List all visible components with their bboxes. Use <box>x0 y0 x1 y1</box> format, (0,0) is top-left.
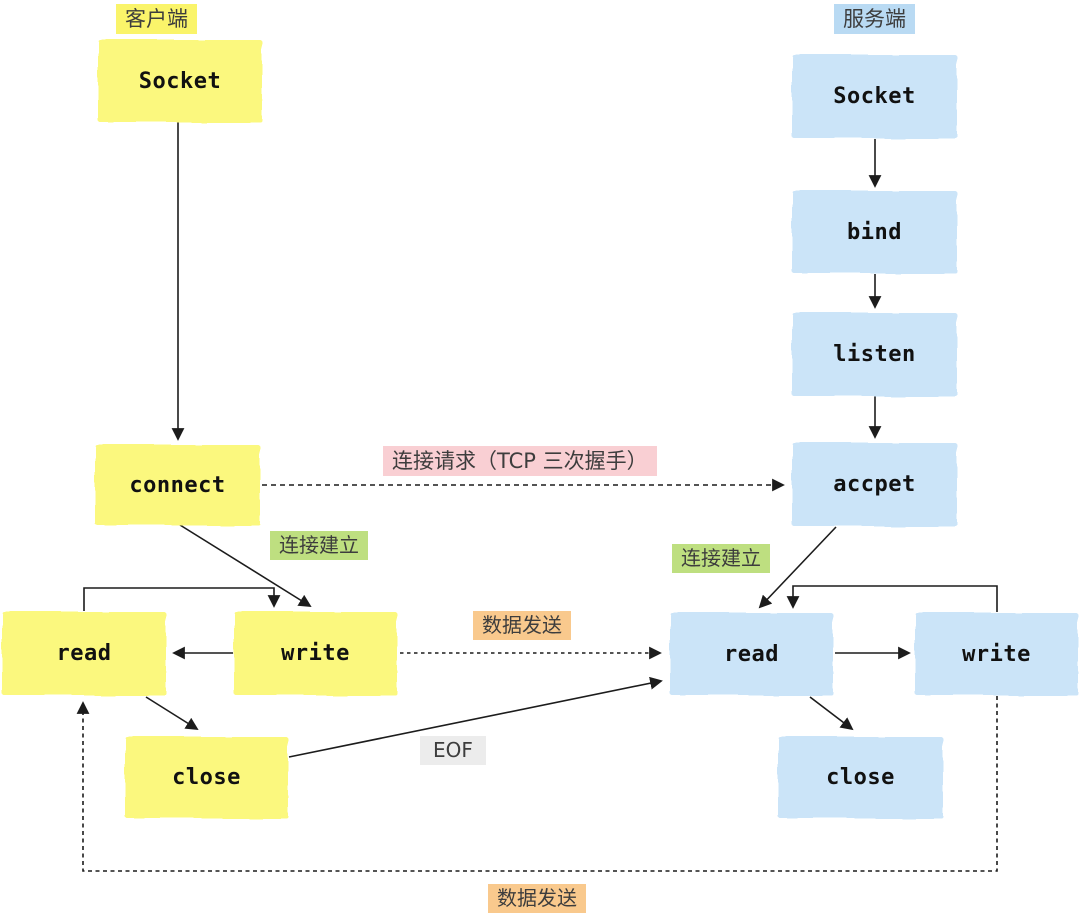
edge-server-write-to-client-read-data-loop <box>76 696 998 872</box>
client-close-node: close <box>125 737 288 818</box>
label-data-send-bottom: 数据发送 <box>488 884 586 913</box>
edge-server-write-to-read-loop <box>786 585 998 612</box>
server-listen-label: listen <box>833 342 916 367</box>
server-write-label: write <box>962 641 1031 667</box>
edge-server-read-to-close <box>809 696 854 731</box>
server-title: 服务端 <box>834 4 915 35</box>
client-read-label: read <box>56 641 112 666</box>
client-read-node: read <box>2 612 166 695</box>
client-close-label: close <box>172 765 241 790</box>
edge-client-read-to-write-loop <box>83 587 281 611</box>
server-write-node: write <box>915 613 1078 695</box>
server-close-node: close <box>778 737 943 818</box>
client-socket-label: Socket <box>138 68 222 94</box>
client-connect-label: connect <box>129 472 226 498</box>
client-connect-node: connect <box>95 445 260 525</box>
client-write-node: write <box>234 612 397 695</box>
server-close-label: close <box>826 765 895 790</box>
client-title: 客户端 <box>116 4 197 35</box>
edge-connect-to-client-write <box>179 524 312 608</box>
label-connection-established-client: 连接建立 <box>270 531 368 560</box>
server-read-node: read <box>670 613 833 695</box>
client-socket-node: Socket <box>98 40 262 122</box>
label-data-send-middle: 数据发送 <box>473 611 571 640</box>
client-write-label: write <box>281 641 350 666</box>
edge-client-close-to-server-read-eof <box>288 676 663 758</box>
server-read-label: read <box>724 641 779 667</box>
edge-client-read-to-close <box>145 696 199 731</box>
server-accept-node: accpet <box>792 443 957 526</box>
server-socket-label: Socket <box>833 84 916 109</box>
server-socket-node: Socket <box>792 55 957 138</box>
server-bind-node: bind <box>792 191 957 273</box>
label-connection-established-server: 连接建立 <box>672 544 770 573</box>
server-accept-label: accpet <box>833 472 916 497</box>
edge-accept-to-server-read <box>758 526 837 609</box>
label-connect-request: 连接请求（TCP 三次握手） <box>383 446 657 477</box>
label-eof: EOF <box>420 736 486 765</box>
server-bind-label: bind <box>847 219 902 245</box>
server-listen-node: listen <box>792 313 957 396</box>
